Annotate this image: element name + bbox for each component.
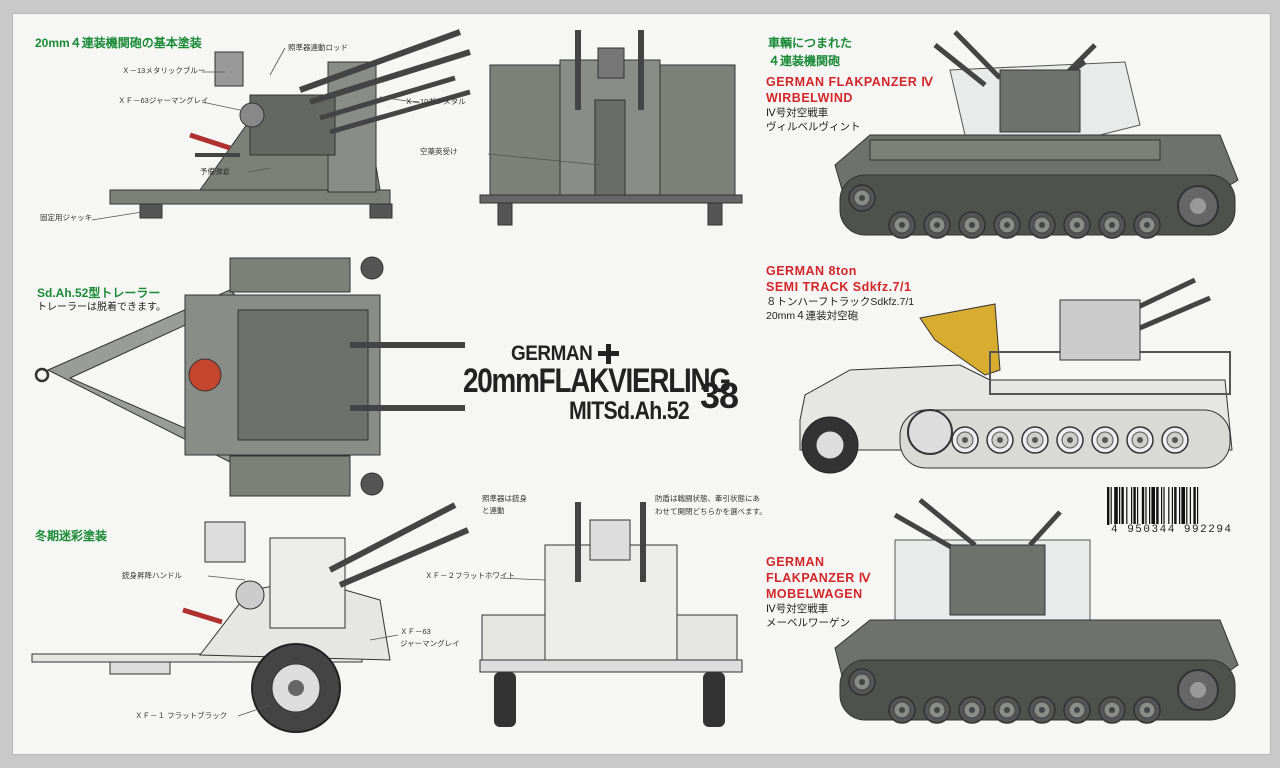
- barcode-icon: [1107, 487, 1199, 525]
- barcode-bar: [1137, 487, 1139, 525]
- barcode-bar: [1114, 487, 1118, 525]
- heading-winter: 冬期迷彩塗装: [35, 529, 108, 543]
- trailer-top-view: [34, 256, 465, 497]
- callout-jack: 固定用ジャッキ: [40, 213, 93, 222]
- barcode-bar: [1186, 487, 1188, 525]
- iron-cross-icon: [598, 344, 619, 364]
- flak-side-view-grey: [109, 29, 471, 219]
- barcode-bar: [1131, 487, 1133, 525]
- callout-metallic-blue: Ｘ－13メタリックブルー: [122, 66, 206, 75]
- product-title: GERMAN 20mmFLAKVIERLING MITSd.Ah.52 38: [463, 340, 753, 435]
- barcode-bar: [1174, 487, 1177, 525]
- title-line-1: GERMAN: [511, 342, 593, 365]
- barcode-bar: [1193, 487, 1196, 525]
- barcode-bar: [1151, 487, 1155, 525]
- barcode-bar: [1168, 487, 1170, 525]
- heading-trailer: Sd.Ah.52型トレーラー: [37, 286, 161, 300]
- heading-basic-paint: 20mm４連装機関砲の基本塗装: [35, 36, 202, 50]
- barcode-bar: [1197, 487, 1199, 525]
- callout-german-grey-2: ジャーマングレイ: [400, 639, 460, 648]
- barcode-bar: [1141, 487, 1145, 525]
- barcode-bar: [1179, 487, 1181, 525]
- callout-flat-black: ＸＦ－１ フラットブラック: [135, 711, 228, 720]
- vehicle-3-jp-2: メーベルワーゲン: [766, 617, 850, 629]
- mobelwagen-tank: [834, 498, 1239, 724]
- wirbelwind-tank: [834, 30, 1239, 239]
- vehicle-1-jp-2: ヴィルベルヴィント: [766, 121, 861, 133]
- vehicle-2-jp-1: ８トンハーフトラックSdkfz.7/1: [766, 296, 915, 308]
- barcode-bar: [1107, 487, 1110, 525]
- vehicle-1-jp-1: Ⅳ号対空戦車: [766, 107, 829, 119]
- barcode-bar: [1121, 487, 1124, 525]
- barcode-bar: [1161, 487, 1163, 525]
- barcode-bar: [1156, 487, 1159, 525]
- vehicle-2-jp-2: 20mm４連装対空砲: [766, 310, 859, 322]
- vehicle-3-name-3: MOBELWAGEN: [766, 587, 863, 601]
- vehicle-3-name-1: GERMAN: [766, 555, 825, 569]
- leader-lines: [91, 47, 601, 717]
- barcode-bar: [1119, 487, 1121, 525]
- vehicle-3-jp-1: Ⅳ号対空戦車: [766, 603, 829, 615]
- callout-sight-linked-1: 照準器は銃身: [482, 494, 527, 503]
- callout-sight-rod: 照準器連動ロッド: [288, 43, 348, 52]
- heading-mounted-on: 車輌につまれた: [768, 36, 853, 50]
- halftrack-sdkfz7: [799, 277, 1233, 474]
- barcode-bar: [1149, 487, 1151, 525]
- callout-shell-catcher: 空薬莢受け: [420, 147, 458, 156]
- title-number: 38: [700, 375, 739, 416]
- flak-side-view-winter: [31, 502, 470, 733]
- barcode-bar: [1133, 487, 1136, 525]
- callout-german-grey: ＸＦ－63ジャーマングレイ: [118, 96, 209, 105]
- vehicle-1-name-2: WIRBELWIND: [766, 91, 853, 105]
- vehicle-3-name-2: FLAKPANZER Ⅳ: [766, 571, 871, 585]
- callout-sight-linked-2: と連動: [482, 506, 505, 515]
- barcode-number: 4 950344 992294: [1110, 524, 1234, 536]
- barcode-bar: [1110, 487, 1112, 525]
- heading-mounted-on-2: ４連装機関砲: [768, 54, 841, 68]
- barcode-bar: [1126, 487, 1128, 525]
- barcode-bar: [1189, 487, 1191, 525]
- flak-front-view-winter: [479, 502, 743, 727]
- trailer-note: トレーラーは脱着できます。: [37, 302, 166, 313]
- callout-elevation-handle: 銃身昇降ハンドル: [122, 571, 182, 580]
- title-line-2: 20mmFLAKVIERLING: [463, 362, 731, 400]
- barcode-bar: [1145, 487, 1147, 525]
- vehicle-2-name-2: SEMI TRACK Sdkfz.7/1: [766, 280, 912, 294]
- barcode-bar: [1163, 487, 1165, 525]
- flak-front-view-grey: [479, 30, 743, 226]
- barcode-bar: [1181, 487, 1185, 525]
- callout-defense-2: わせて開閉どちらかを選べます。: [655, 507, 767, 516]
- vehicle-2-name-1: GERMAN 8ton: [766, 264, 857, 278]
- title-line-3: MITSd.Ah.52: [569, 397, 690, 425]
- callout-gun-metal: Ｘ－10ガンメタル: [405, 97, 466, 106]
- callout-spare-mag: 予備弾倉: [200, 167, 230, 176]
- barcode-bar: [1171, 487, 1173, 525]
- callout-flat-white: ＸＦ－２フラットホワイト: [425, 571, 515, 580]
- vehicle-1-name-1: GERMAN FLAKPANZER Ⅳ: [766, 75, 934, 89]
- callout-defense-1: 防盾は戦闘状態、牽引状態にあ: [655, 494, 760, 503]
- callout-xf63: ＸＦ－63: [400, 627, 431, 636]
